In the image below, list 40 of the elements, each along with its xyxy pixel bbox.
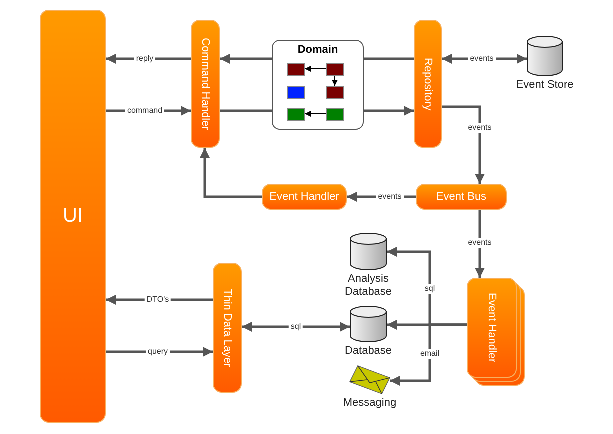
process-box: Command Handler [191,20,220,148]
node-label: Event Store [516,79,574,92]
process-box: UI [40,10,106,423]
node-label: Analysis Database [344,273,394,299]
entity-box [286,108,304,120]
arrow [390,324,467,386]
entity-box [326,62,344,76]
edge-label: events [466,238,494,248]
edge-label: sql [288,322,304,332]
process-box: Thin Data Layer [213,263,242,393]
arrow [220,54,272,64]
entity-box [286,62,304,76]
arrow [475,210,485,278]
edge-label: sql [422,284,438,294]
entity-box [326,86,344,98]
process-box: Event Bus [416,184,507,210]
entity-box [286,86,304,98]
domain-box [272,40,364,130]
edge-label: DTO's [144,295,172,305]
arrow [332,76,338,86]
arrow [304,111,326,117]
edge-label: query [146,347,170,357]
node-label: Database [344,345,392,358]
entity-box [326,108,344,120]
edge-label: reply [134,54,156,64]
process-box: Event Handler [467,278,517,378]
arrow [364,106,414,116]
arrow [304,66,326,72]
edge-label: events [376,192,404,202]
arrow [242,322,350,332]
box-title: Domain [296,44,340,56]
edge-label: events [468,54,496,64]
edge-label: events [466,123,494,133]
edge-label: email [418,349,442,359]
process-box: Repository [414,20,442,148]
process-box: Event Handler [262,184,347,210]
node-label: Messaging [343,397,397,410]
arrow [442,106,485,184]
edge-label: command [125,106,165,116]
arrow [200,148,262,198]
